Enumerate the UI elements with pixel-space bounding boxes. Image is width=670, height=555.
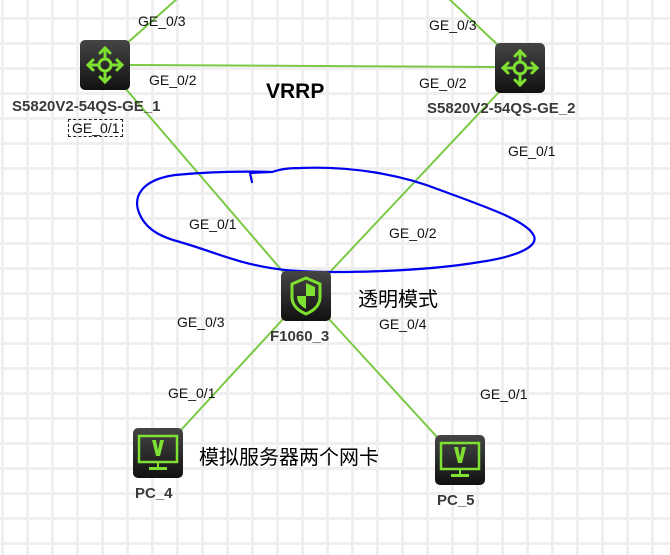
traffic-loop-annotation: [136, 166, 536, 274]
device-name-fw: F1060_3: [270, 328, 330, 345]
port-label: GE_0/2: [389, 225, 437, 241]
pc-icon[interactable]: [133, 428, 183, 478]
port-label: GE_0/2: [149, 72, 197, 88]
device-name-pc5: PC_5: [437, 492, 475, 509]
port-label: GE_0/1: [508, 143, 556, 159]
link-sw2-uplink[interactable]: [448, 0, 501, 48]
device-name-sw1: S5820V2-54QS-GE_1: [12, 98, 161, 115]
port-label: GE_0/4: [379, 316, 427, 332]
link-fw-pc4[interactable]: [180, 317, 285, 431]
port-label-selected[interactable]: GE_0/1: [68, 119, 124, 137]
link-sw1-sw2[interactable]: [129, 64, 496, 68]
firewall-icon[interactable]: [281, 271, 331, 321]
vrrp-label: VRRP: [266, 80, 325, 103]
port-label: GE_0/1: [189, 216, 237, 232]
port-label: GE_0/2: [419, 75, 467, 91]
link-fw-pc5[interactable]: [327, 317, 438, 438]
port-label: GE_0/1: [480, 386, 528, 402]
switch-icon[interactable]: [80, 40, 130, 90]
link-sw1-fw[interactable]: [124, 87, 285, 274]
port-label: GE_0/3: [138, 13, 186, 29]
server-dual-nic-note: 模拟服务器两个网卡: [199, 445, 379, 469]
link-sw1-uplink[interactable]: [124, 0, 178, 46]
pc-icon[interactable]: [435, 435, 485, 485]
device-name-sw2: S5820V2-54QS-GE_2: [427, 100, 576, 117]
device-name-pc4: PC_4: [135, 485, 173, 502]
port-label: GE_0/1: [168, 385, 216, 401]
port-label: GE_0/3: [177, 314, 225, 330]
transparent-mode-note: 透明模式: [358, 287, 438, 311]
port-label: GE_0/3: [429, 17, 477, 33]
switch-icon[interactable]: [495, 43, 545, 93]
